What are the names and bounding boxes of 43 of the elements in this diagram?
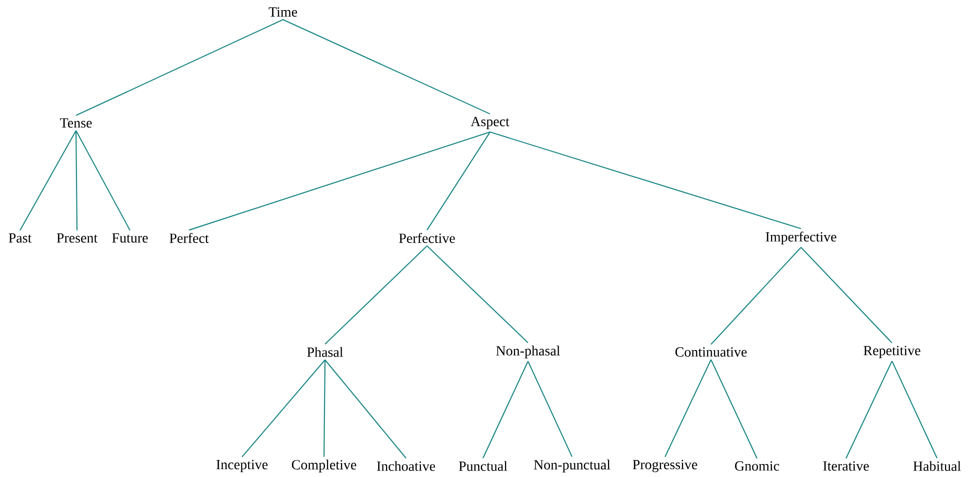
tree-node-label: Perfect — [170, 233, 209, 243]
tree-branch-line — [664, 359, 712, 458]
tree-node-label: Progressive — [632, 460, 698, 472]
tree-branch-line — [482, 361, 528, 458]
tree-branch-line — [20, 130, 76, 231]
tree-node-label: Non-punctual — [534, 460, 610, 472]
tree-branch-line — [324, 360, 406, 458]
tree-branch-line — [426, 132, 490, 230]
tree-node-label: Tense — [60, 118, 92, 128]
tree-branch-line — [324, 246, 428, 345]
tree-node-label: Continuative — [675, 347, 747, 357]
tree-node-label: Perfective — [399, 233, 455, 243]
tree-branch-line — [76, 19, 284, 116]
tree-node-label: Imperfective — [766, 232, 836, 244]
tree-branch-line — [426, 246, 528, 344]
tree-node-label: Repetitive — [864, 346, 920, 358]
tree-branch-line — [323, 360, 326, 457]
tree-node-label: Iterative — [823, 461, 869, 471]
tree-node-label: Punctual — [458, 461, 508, 471]
tree-branch-line — [282, 19, 490, 114]
tree-branch-line — [75, 130, 78, 230]
tree-node-label: Habitual — [913, 461, 961, 471]
tree-branch-line — [846, 360, 892, 459]
tree-branch-line — [528, 361, 572, 457]
tree-node-label: Phasal — [307, 347, 343, 357]
tree-node-label: Past — [8, 233, 32, 243]
tree-branch-line — [710, 359, 758, 459]
tree-node-label: Time — [268, 7, 298, 17]
tree-node-label: Present — [56, 233, 98, 243]
tree-node-label: Future — [112, 233, 148, 243]
tree-branch-line — [800, 246, 892, 344]
tree-branch-line — [490, 132, 802, 230]
tree-node-label: Inchoative — [376, 461, 436, 471]
tree-branch-line — [892, 360, 938, 458]
tree-branch-line — [76, 130, 130, 231]
tree-branch-line — [242, 360, 326, 458]
tree-node-label: Gnomic — [735, 461, 780, 471]
tree-node-label: Inceptive — [216, 460, 268, 472]
tree-branch-line — [710, 246, 802, 345]
tree-node-label: Aspect — [470, 116, 510, 130]
tree-node-label: Non-phasal — [496, 346, 560, 358]
tree-branch-line — [188, 132, 490, 231]
tree-node-label: Completive — [292, 460, 356, 472]
